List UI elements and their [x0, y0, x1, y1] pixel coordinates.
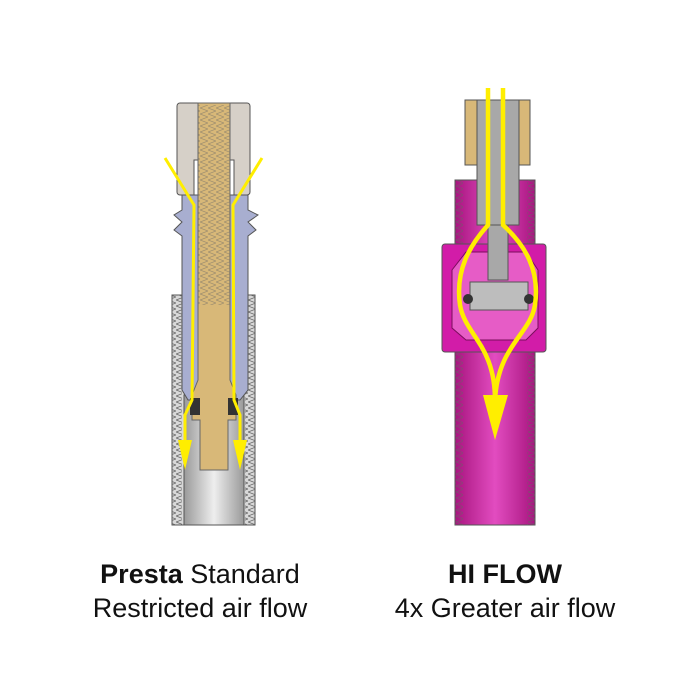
flow-arrows-hiflow — [456, 88, 539, 401]
presta-subtitle: Restricted air flow — [92, 593, 308, 623]
flow-arrows-restricted — [163, 157, 264, 445]
valve-stem — [476, 99, 520, 226]
presta-title-rest: Standard — [182, 559, 300, 589]
presta-caption: Presta Standard Restricted air flow — [40, 557, 360, 625]
presta-title-bold: Presta — [100, 559, 183, 589]
hiflow-valve-diagram — [441, 88, 547, 526]
hiflow-caption: HI FLOW 4x Greater air flow — [345, 557, 665, 625]
hiflow-subtitle: 4x Greater air flow — [394, 593, 616, 623]
presta-valve-diagram — [163, 102, 264, 526]
hiflow-title: HI FLOW — [448, 559, 562, 589]
piston — [469, 281, 529, 311]
